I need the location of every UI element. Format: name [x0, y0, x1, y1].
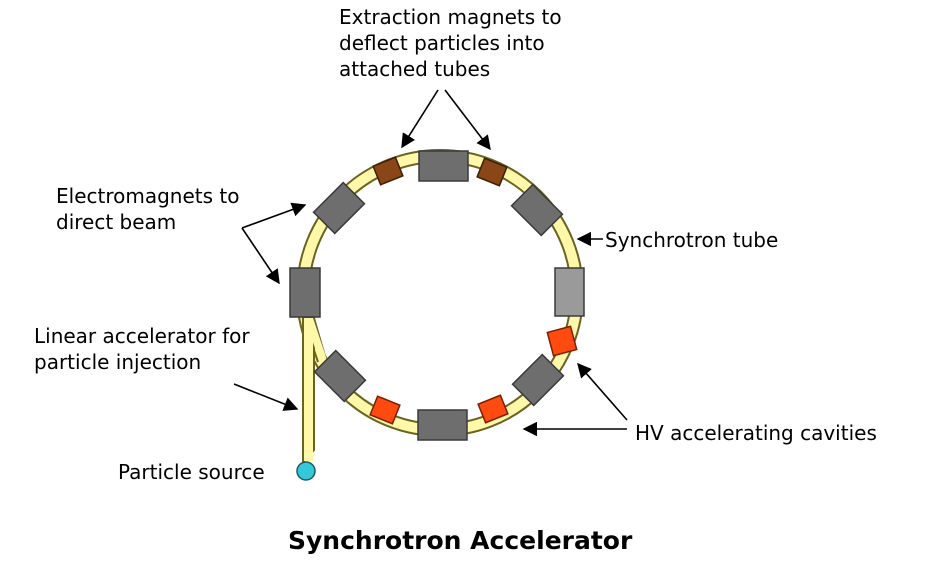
linear-accelerator-label-line-2: particle injection [34, 350, 202, 374]
linear-accelerator-label: Linear accelerator for particle injectio… [34, 323, 250, 375]
electromagnet-top [418, 150, 469, 182]
arrow-extraction-right [444, 89, 491, 151]
electromagnet-left [289, 267, 321, 318]
electromagnets-label: Electromagnets to direct beam [56, 183, 239, 235]
arrow-linear-accelerator [233, 383, 299, 411]
electromagnet-group [289, 150, 585, 441]
arrow-hv-upper [577, 362, 628, 421]
arrow-electromagnet-left [241, 227, 280, 285]
synchrotron-tube-label: Synchrotron tube [605, 228, 779, 252]
extraction-label-line-2: deflect particles into [339, 31, 545, 55]
hv-cavity-bottom-right [477, 394, 509, 424]
electromagnet-upper-right [510, 183, 564, 237]
electromagnet-lower-left [313, 349, 367, 403]
callout-arrows [233, 89, 628, 437]
electromagnet-upper-left [312, 181, 366, 235]
diagram-title: Synchrotron Accelerator [288, 526, 633, 555]
electromagnet-lower-right [511, 353, 565, 407]
electromagnets-label-line-2: direct beam [56, 210, 177, 234]
arrow-electromagnet-upper [241, 202, 307, 229]
extraction-label-line-1: Extraction magnets to [339, 5, 562, 29]
extraction-magnet-left [372, 156, 404, 186]
linear-accelerator-tube [302, 317, 327, 465]
linear-accelerator-label-line-1: Linear accelerator for [34, 324, 250, 348]
hv-cavities-label: HV accelerating cavities [635, 421, 877, 445]
extraction-label-line-3: attached tubes [339, 57, 491, 81]
extraction-magnet-group [372, 156, 508, 187]
particle-source-marker [296, 461, 316, 481]
arrow-extraction-left [401, 89, 439, 149]
hv-cavity-right [546, 325, 578, 357]
extraction-magnet-right [476, 157, 508, 187]
extraction-magnets-label: Extraction magnets to deflect particles … [339, 4, 562, 82]
electromagnet-right [554, 267, 585, 317]
hv-cavity-bottom-left [369, 395, 401, 425]
electromagnet-bottom [417, 409, 468, 441]
hv-cavity-group [369, 325, 578, 425]
electromagnets-label-line-1: Electromagnets to [56, 184, 240, 208]
particle-source-label: Particle source [118, 460, 265, 484]
